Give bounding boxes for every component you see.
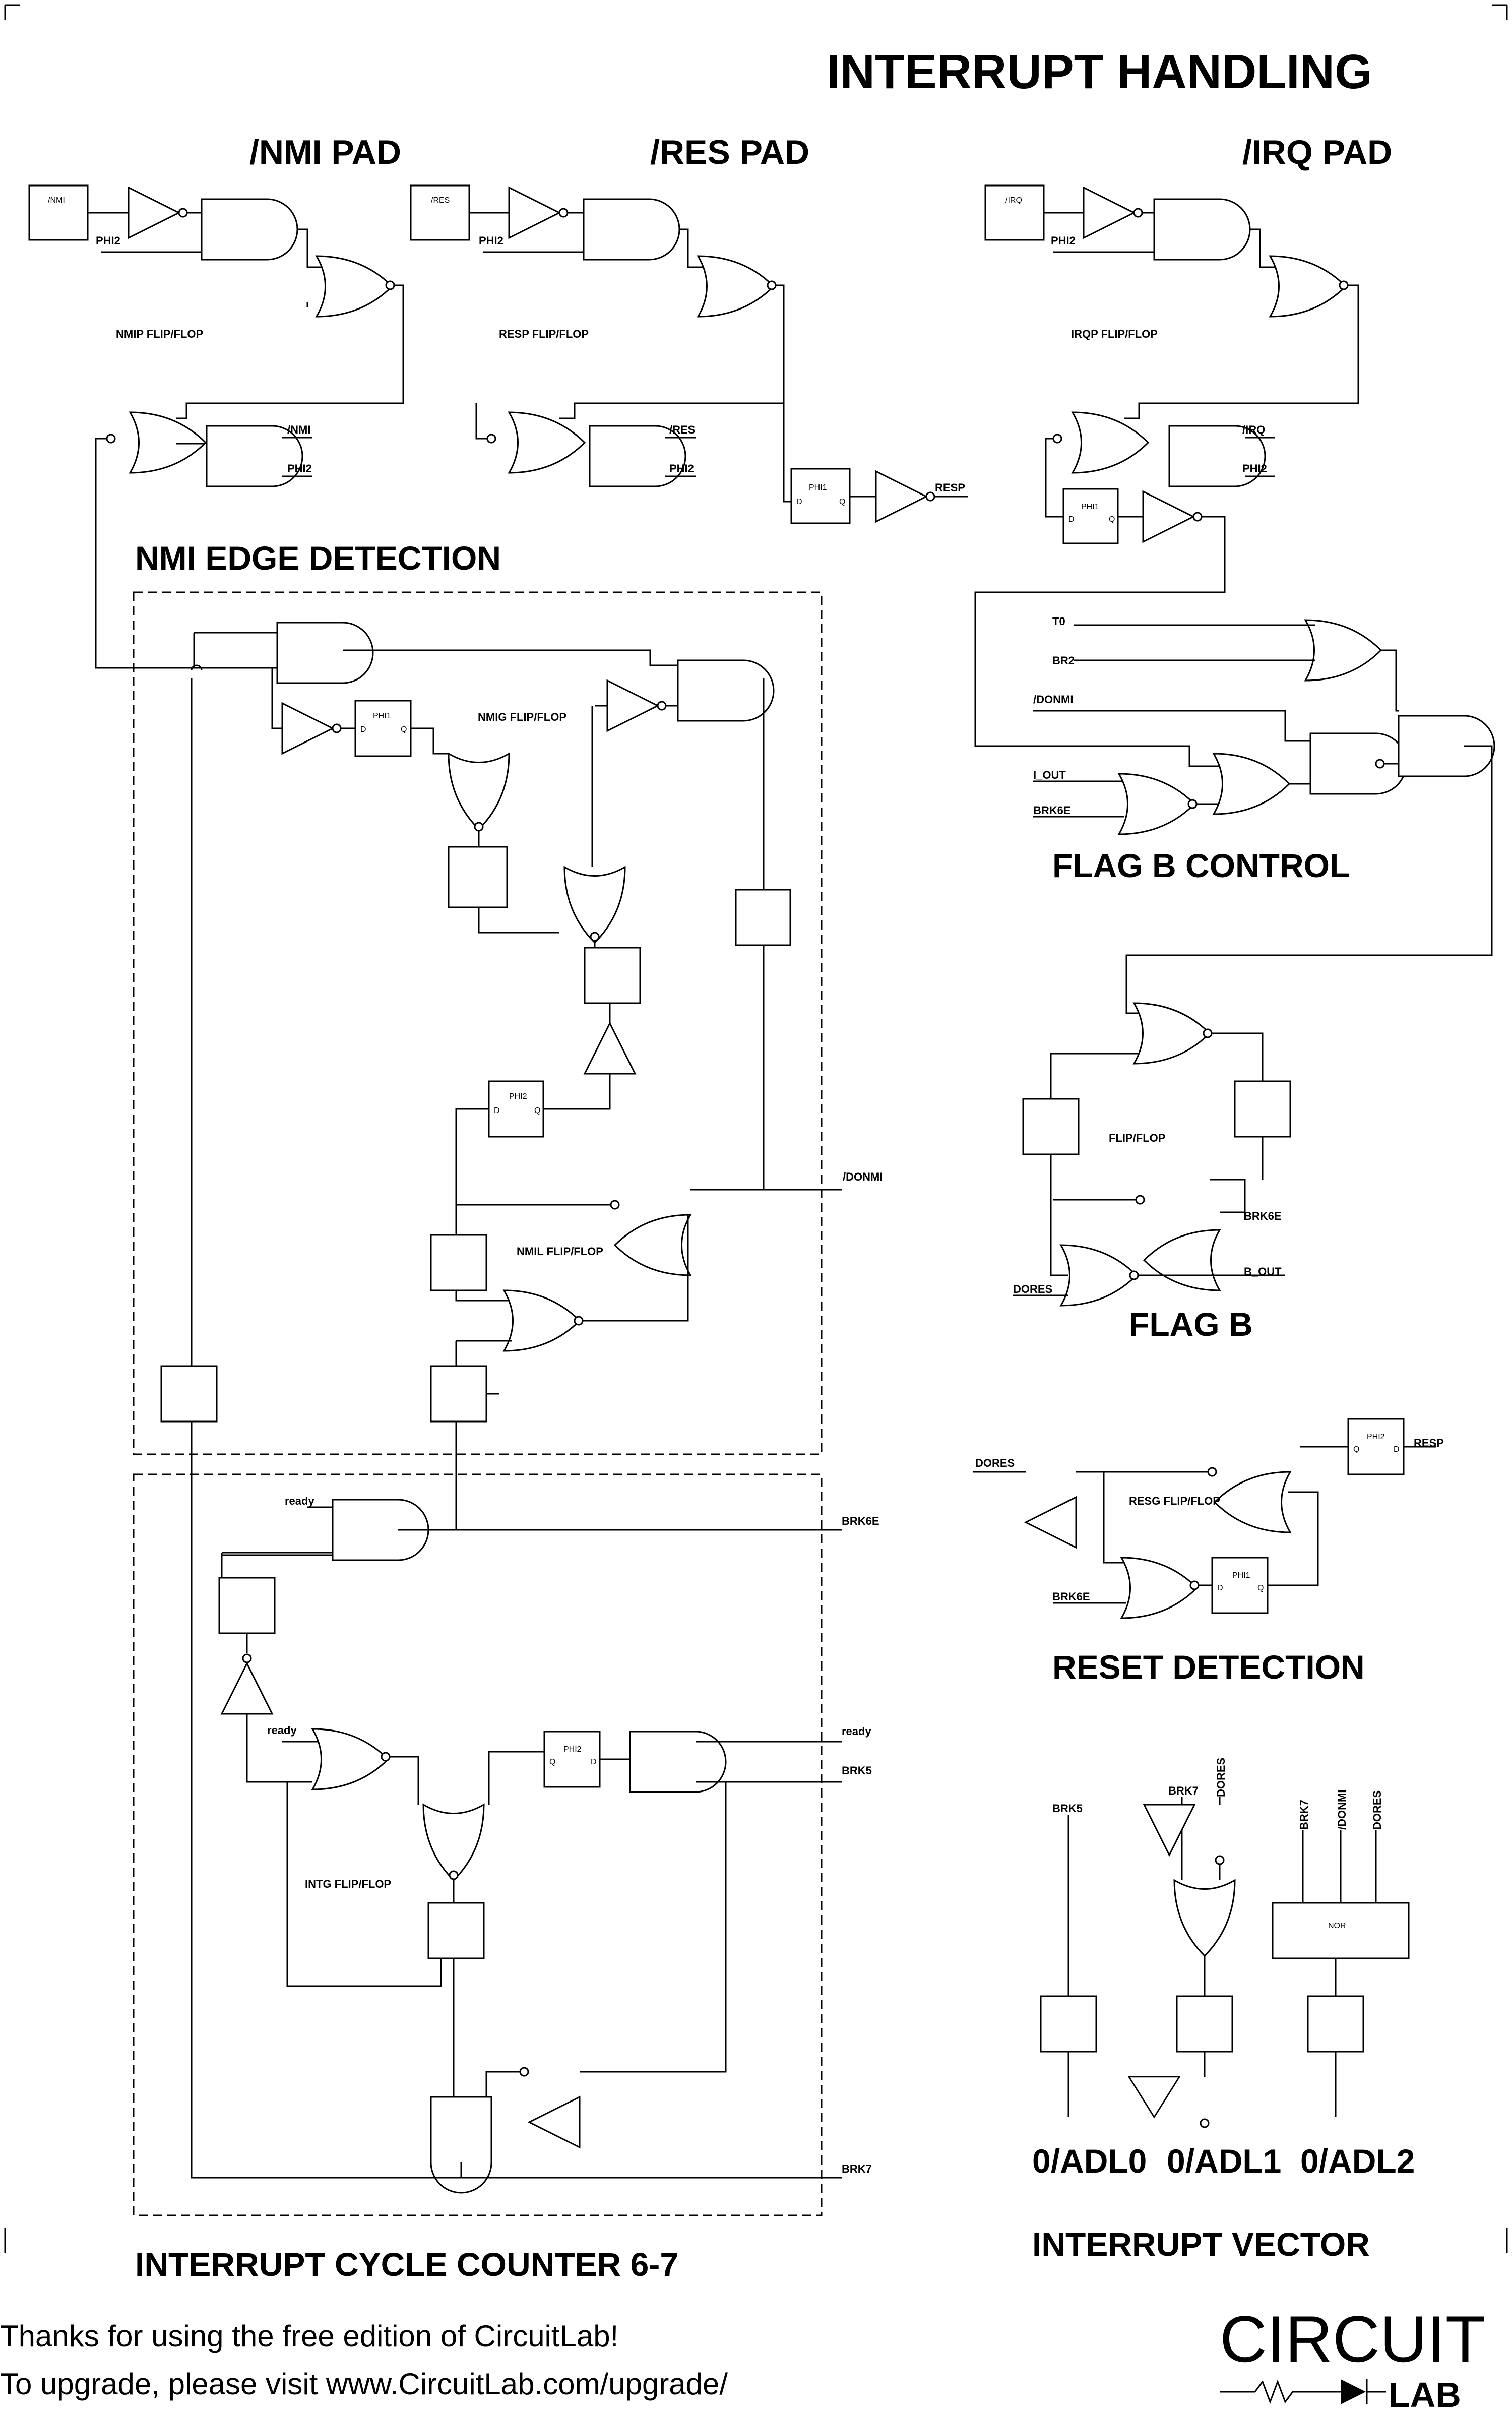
logo-bottom: LAB: [1389, 2375, 1461, 2410]
br2-label: BR2: [1052, 654, 1075, 667]
dores-label-3: DORES: [1215, 1758, 1227, 1797]
nmil-ff-label: NMIL FLIP/FLOP: [517, 1245, 603, 1258]
intg-ff-label: INTG FLIP/FLOP: [305, 1878, 391, 1890]
resg-ff2-q: Q: [1257, 1584, 1264, 1592]
nmig-ff1-q: Q: [401, 725, 407, 734]
nmi-pad-circuit: [28, 184, 404, 669]
adl1-label: 0/ADL1: [1167, 2142, 1281, 2180]
nmi-edge-title: NMI EDGE DETECTION: [135, 539, 501, 577]
dores-label-1: DORES: [1013, 1283, 1052, 1295]
irq-ff-q: Q: [1109, 515, 1115, 524]
page-title: INTERRUPT HANDLING: [827, 45, 1372, 99]
footer-line-1: Thanks for using the free edition of Cir…: [0, 2319, 618, 2353]
flag-ff-label: FLIP/FLOP: [1109, 1132, 1165, 1144]
res-phi2-label2: PHI2: [669, 462, 694, 475]
nmi-phi2-label: PHI2: [96, 234, 120, 247]
t0-label: T0: [1052, 615, 1065, 628]
res-label: /RES: [669, 423, 695, 436]
ready-label-1: ready: [285, 1495, 314, 1507]
resp-ff-d: D: [796, 498, 802, 506]
ready-label-3: ready: [842, 1725, 871, 1738]
irqp-ff-label: IRQP FLIP/FLOP: [1071, 328, 1158, 340]
brk6e-label-2: BRK6E: [1033, 804, 1071, 817]
flag-b-control-circuit: [975, 619, 1495, 1014]
nmig-ff1-clk: PHI1: [373, 712, 391, 720]
footer-line-2[interactable]: To upgrade, please visit www.CircuitLab.…: [0, 2367, 728, 2401]
int-counter-title: INTERRUPT CYCLE COUNTER 6-7: [135, 2246, 678, 2283]
res-phi2-label: PHI2: [479, 234, 503, 247]
irq-pad-title: /IRQ PAD: [1242, 133, 1392, 171]
b-out-label: B_OUT: [1244, 1265, 1282, 1278]
brk7-label-2: BRK7: [1168, 1784, 1199, 1797]
irq-label: /IRQ: [1242, 423, 1265, 436]
intg-ff2-q: Q: [549, 1758, 555, 1766]
adl0-label: 0/ADL0: [1032, 2142, 1147, 2180]
resg-ff2-clk: PHI1: [1232, 1571, 1250, 1580]
flag-b-circuit: [1013, 1002, 1291, 1307]
intg-ff2-d: D: [591, 1758, 597, 1766]
irq-phi2-label2: PHI2: [1242, 462, 1267, 475]
i-out-label: I_OUT: [1033, 769, 1066, 781]
nmig-ff1-d: D: [360, 725, 366, 734]
nmi-ff-d: D: [494, 1106, 500, 1115]
irq-pad-circuit: [974, 184, 1359, 747]
ready-label-2: ready: [267, 1724, 297, 1737]
nmig-ff-label: NMIG FLIP/FLOP: [478, 711, 566, 723]
reset-detection-title: RESET DETECTION: [1052, 1648, 1365, 1686]
donmi-label-3: /DONMI: [1336, 1790, 1348, 1830]
resp-ff-label: RESP FLIP/FLOP: [499, 328, 589, 340]
dores-label-4: DORES: [1371, 1790, 1383, 1830]
nmi-label: /NMI: [287, 423, 310, 436]
irq-ff-clk: PHI1: [1081, 503, 1099, 511]
intg-ff2-clk: PHI2: [563, 1745, 582, 1754]
nmi-input-label: /NMI: [48, 196, 65, 205]
brk5-label-2: BRK5: [1052, 1802, 1083, 1815]
resp-ff-q: Q: [839, 498, 845, 506]
irq-phi2-label: PHI2: [1051, 234, 1076, 247]
resg-ff2-d: D: [1217, 1584, 1223, 1592]
int-counter-box: [133, 1473, 823, 2216]
flag-b-control-title: FLAG B CONTROL: [1052, 847, 1350, 884]
resg-ff-clk: PHI2: [1367, 1433, 1385, 1441]
nmi-pad-title: /NMI PAD: [249, 133, 401, 171]
resp-output-label: RESP: [935, 481, 965, 494]
res-input-label: /RES: [431, 196, 450, 205]
brk7-label-3: BRK7: [1298, 1800, 1310, 1830]
int-vector-circuit: [1040, 1797, 1410, 2128]
brk7-label: BRK7: [842, 2162, 872, 2175]
nmi-edge-box: [133, 591, 823, 1455]
donmi-label-2: /DONMI: [1033, 693, 1073, 706]
circuitlab-logo: CIRCUIT LAB: [1220, 2302, 1485, 2410]
resg-ff-d: D: [1394, 1445, 1400, 1454]
nmi-edge-circuit: [160, 622, 842, 1423]
flag-b-title: FLAG B: [1129, 1306, 1253, 1343]
dores-label-2: DORES: [975, 1457, 1015, 1469]
brk6e-label: BRK6E: [842, 1515, 879, 1527]
int-counter-circuit: [191, 1422, 842, 2194]
irq-ff-d: D: [1068, 515, 1075, 524]
nmi-phi2-label2: PHI2: [287, 462, 312, 475]
nmi-ff-phi2: PHI2: [509, 1092, 527, 1101]
nor-label: NOR: [1328, 1922, 1346, 1930]
brk6e-label-4: BRK6E: [1052, 1590, 1090, 1603]
resp-ff-clk: PHI1: [809, 483, 827, 492]
irq-input-label: /IRQ: [1005, 196, 1022, 205]
donmi-label: /DONMI: [843, 1170, 883, 1183]
corner-marks: [4, 4, 1508, 2253]
adl2-label: 0/ADL2: [1300, 2142, 1415, 2180]
brk5-label: BRK5: [842, 1764, 872, 1777]
logo-top: CIRCUIT: [1220, 2302, 1485, 2376]
resp-label-2: RESP: [1414, 1437, 1444, 1449]
int-vector-title: INTERRUPT VECTOR: [1032, 2226, 1370, 2263]
nmi-ff-q: Q: [534, 1106, 540, 1115]
resg-ff-label: RESG FLIP/FLOP: [1129, 1495, 1220, 1507]
brk6e-label-3: BRK6E: [1244, 1210, 1282, 1222]
res-pad-circuit: [410, 184, 968, 524]
res-pad-title: /RES PAD: [650, 133, 809, 171]
resg-ff-q: Q: [1353, 1445, 1359, 1454]
nmip-ff-label: NMIP FLIP/FLOP: [116, 328, 203, 340]
reset-detection-circuit: [973, 1418, 1436, 1619]
